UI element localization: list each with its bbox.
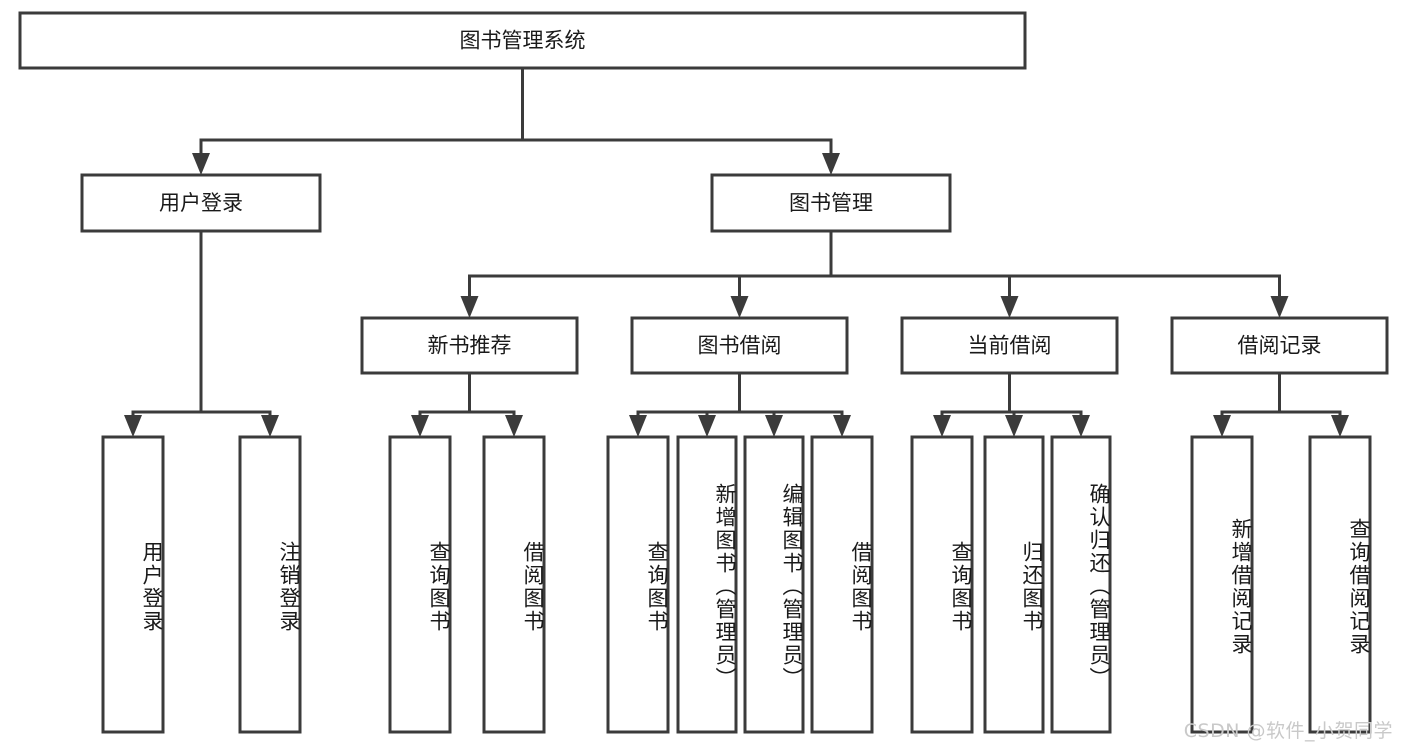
- arrow-head-leaf-query-book-3: [933, 415, 951, 437]
- node-label-user-login: 用户登录: [159, 191, 243, 215]
- node-box-leaf-edit-book[interactable]: [743, 435, 805, 734]
- arrow-head-leaf-add-book: [698, 415, 716, 437]
- node-box-leaf-user-login[interactable]: [101, 435, 165, 734]
- node-box-current-borrow[interactable]: [900, 316, 1119, 375]
- node-label-root: 图书管理系统: [460, 29, 586, 53]
- arrow-head-leaf-query-book-2: [629, 415, 647, 437]
- node-box-leaf-logout[interactable]: [238, 435, 302, 734]
- arrow-head-leaf-confirm-return: [1072, 415, 1090, 437]
- arrow-head-current-borrow: [1000, 296, 1019, 318]
- arrow-head-leaf-query-record: [1331, 415, 1349, 437]
- node-box-user-login[interactable]: [80, 173, 322, 233]
- node-label-current-borrow: 当前借阅: [968, 334, 1052, 358]
- node-box-leaf-query-book-3[interactable]: [910, 435, 974, 734]
- arrow-head-leaf-borrow-book-2: [833, 415, 851, 437]
- node-box-leaf-add-record[interactable]: [1190, 435, 1254, 734]
- node-box-leaf-borrow-book-2[interactable]: [810, 435, 874, 734]
- arrow-head-leaf-user-login: [124, 415, 142, 437]
- node-box-book-borrow[interactable]: [630, 316, 849, 375]
- arrow-head-new-book-rec: [460, 296, 479, 318]
- node-box-borrow-record[interactable]: [1170, 316, 1389, 375]
- node-box-leaf-borrow-book-1[interactable]: [482, 435, 546, 734]
- arrow-head-leaf-return-book: [1005, 415, 1023, 437]
- node-label-book-mgmt: 图书管理: [789, 191, 873, 215]
- arrow-head-leaf-query-book-1: [411, 415, 429, 437]
- connectors-layer: [124, 66, 1349, 437]
- node-box-root[interactable]: [18, 11, 1027, 70]
- arrow-head-book-mgmt: [822, 153, 840, 175]
- node-box-leaf-confirm-return[interactable]: [1050, 435, 1112, 734]
- node-box-leaf-query-record[interactable]: [1308, 435, 1372, 734]
- nodes-layer: [18, 11, 1389, 734]
- arrow-head-user-login: [192, 153, 210, 175]
- node-box-leaf-query-book-1[interactable]: [388, 435, 452, 734]
- node-label-new-book-rec: 新书推荐: [428, 334, 512, 358]
- arrow-head-leaf-edit-book: [765, 415, 783, 437]
- node-box-leaf-query-book-2[interactable]: [606, 435, 670, 734]
- node-box-new-book-rec[interactable]: [360, 316, 579, 375]
- arrow-head-book-borrow: [730, 296, 749, 318]
- node-box-leaf-add-book[interactable]: [676, 435, 738, 734]
- node-label-book-borrow: 图书借阅: [698, 334, 782, 358]
- arrow-head-borrow-record: [1270, 296, 1289, 318]
- csdn-watermark: CSDN @软件_小贺同学: [1183, 720, 1393, 742]
- node-box-leaf-return-book[interactable]: [983, 435, 1045, 734]
- arrow-head-leaf-borrow-book-1: [505, 415, 523, 437]
- node-label-borrow-record: 借阅记录: [1238, 334, 1322, 358]
- node-box-book-mgmt[interactable]: [710, 173, 952, 233]
- arrow-head-leaf-logout: [261, 415, 279, 437]
- arrow-head-leaf-add-record: [1213, 415, 1231, 437]
